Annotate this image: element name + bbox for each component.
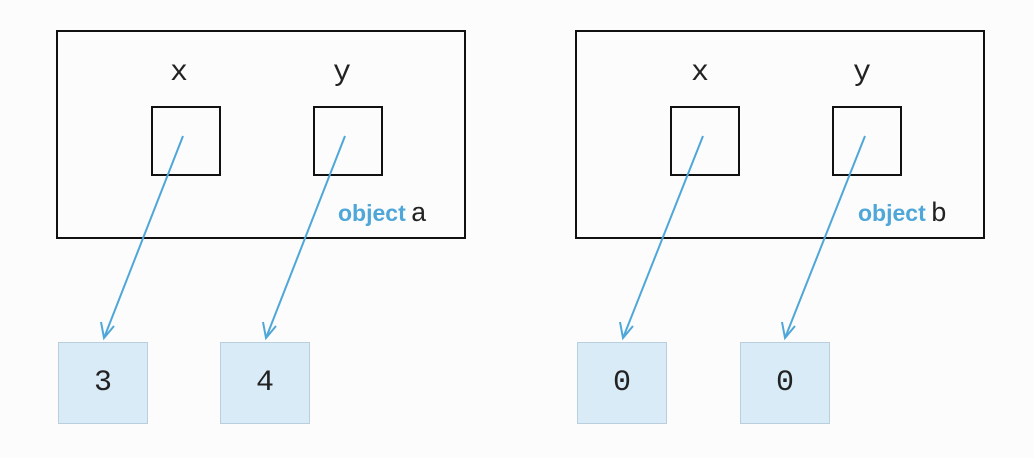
object-a-caption-word: object xyxy=(338,200,406,226)
object-a-x-reference-arrow xyxy=(100,135,184,341)
object-a-box xyxy=(56,30,466,239)
object-a-field-x-slot xyxy=(151,106,221,176)
object-b-x-reference-arrow xyxy=(619,135,704,341)
object-b-field-x-slot xyxy=(670,106,740,176)
object-b-field-y-label: y xyxy=(852,56,871,90)
object-b-field-x-label: x xyxy=(690,56,709,90)
object-b-box xyxy=(575,30,985,239)
object-a-field-x-label: x xyxy=(169,56,188,90)
object-a-x-value-box: 3 xyxy=(58,342,148,424)
object-a-y-reference-arrow xyxy=(262,135,346,341)
object-b-field-y-slot xyxy=(832,106,902,176)
object-b-y-reference-arrow xyxy=(781,135,866,341)
object-b-caption-word: object xyxy=(858,200,926,226)
object-a-field-y-label: y xyxy=(332,56,351,90)
object-a-y-value-box: 4 xyxy=(220,342,310,424)
object-b-y-value-box: 0 xyxy=(740,342,830,424)
object-a-name: a xyxy=(410,200,427,230)
object-a-field-y-slot xyxy=(313,106,383,176)
object-b-name: b xyxy=(930,200,947,230)
object-b-x-value-box: 0 xyxy=(577,342,667,424)
